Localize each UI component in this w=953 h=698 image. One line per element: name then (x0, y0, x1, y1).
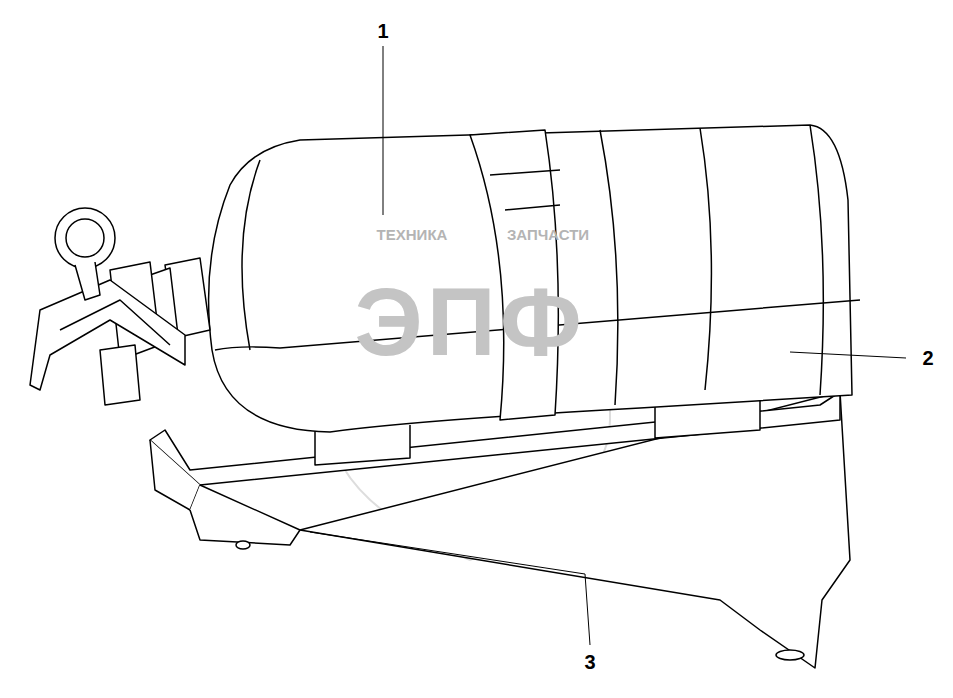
watermark-text: ЗАПЧАСТИ (507, 226, 589, 243)
callout-number: 2 (920, 347, 935, 370)
callout-number: 1 (375, 20, 390, 43)
callout-number: 3 (582, 651, 597, 674)
watermark-text: ЭПФ (354, 267, 585, 377)
watermark-text: ТЕХНИКА (377, 226, 448, 243)
